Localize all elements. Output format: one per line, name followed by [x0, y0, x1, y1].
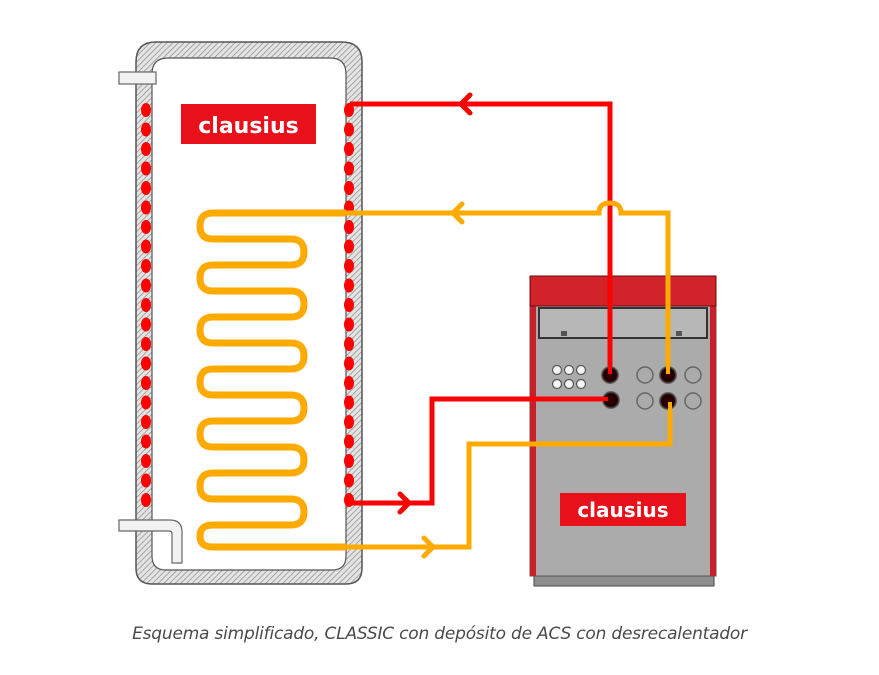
- flow-arrow-left-icon: [458, 92, 473, 116]
- jacket-coil-dot: [344, 161, 354, 176]
- jacket-coil-dot: [141, 454, 151, 468]
- boiler-top-cover: [529, 275, 717, 307]
- desuperheater-return-pipe: [350, 396, 612, 506]
- port-coil-return: [659, 392, 677, 410]
- panel-indicator-lights: [551, 364, 587, 390]
- jacket-coil-dot: [141, 395, 151, 410]
- jacket-coil-dot: [141, 473, 151, 488]
- classic-boiler: clausius: [529, 275, 717, 587]
- boiler-side-trim-right: [710, 305, 716, 576]
- jacket-coil-dot: [141, 122, 151, 137]
- port-empty: [636, 392, 654, 410]
- storage-tank: clausius: [118, 41, 363, 585]
- jacket-coil-dot: [344, 181, 354, 195]
- flow-arrow-right-icon: [421, 535, 436, 559]
- coil-return-pipe: [346, 402, 673, 550]
- port-desuperheater-return: [602, 391, 620, 409]
- jacket-coil-dot: [141, 278, 151, 293]
- jacket-coil-dot: [344, 376, 354, 390]
- jacket-coil-dot: [344, 317, 354, 332]
- jacket-coil-dot: [344, 122, 354, 137]
- jacket-coil-dot: [344, 278, 354, 293]
- port-coil-flow: [659, 366, 677, 384]
- recess-tab-right: [676, 331, 682, 336]
- port-empty: [636, 366, 654, 384]
- jacket-coil-dot: [141, 220, 151, 234]
- jacket-coil-dot: [141, 259, 151, 273]
- jacket-coil-dot: [141, 239, 151, 254]
- jacket-coil-dot: [344, 220, 354, 234]
- indicator-light: [575, 364, 587, 376]
- indicator-light: [563, 364, 575, 376]
- jacket-coil-dot: [141, 415, 151, 429]
- connection-ports: [636, 366, 702, 410]
- jacket-coil-dot: [344, 473, 354, 488]
- jacket-coil-dot: [344, 434, 354, 449]
- desuperheater-jacket-coil: [141, 103, 354, 507]
- boiler-side-trim-left: [530, 305, 536, 576]
- jacket-coil-dot: [344, 337, 354, 351]
- connected-ports: [600, 366, 677, 410]
- jacket-coil-dot: [141, 103, 151, 117]
- port-empty: [684, 366, 702, 384]
- jacket-coil-dot: [141, 142, 151, 156]
- indicator-light: [551, 378, 563, 390]
- jacket-coil-dot: [344, 142, 354, 156]
- jacket-coil-dot: [344, 298, 354, 312]
- recess-tab-left: [561, 331, 567, 336]
- port-empty: [684, 392, 702, 410]
- flow-arrow-left-icon: [450, 201, 465, 225]
- jacket-coil-dot: [141, 298, 151, 312]
- jacket-coil-dot: [344, 259, 354, 273]
- jacket-coil-dot: [141, 434, 151, 449]
- jacket-coil-dot: [141, 493, 151, 507]
- jacket-coil-dot: [344, 454, 354, 468]
- top-outlet-pipe: [118, 71, 157, 85]
- jacket-coil-dot: [141, 181, 151, 195]
- flow-arrow-right-icon: [397, 491, 412, 515]
- jacket-coil-dot: [344, 395, 354, 410]
- heating-coil-serpentine: [196, 209, 346, 551]
- coil-flow-pipe: [346, 200, 671, 372]
- jacket-coil-dot: [344, 356, 354, 371]
- indicator-light: [563, 378, 575, 390]
- jacket-coil-dot: [141, 200, 151, 215]
- jacket-coil-dot: [141, 337, 151, 351]
- jacket-coil-dot: [344, 239, 354, 254]
- boiler-brand-logo: clausius: [560, 493, 686, 526]
- desuperheater-flow-pipe: [350, 101, 613, 372]
- indicator-light: [551, 364, 563, 376]
- tank-brand-text: clausius: [198, 114, 298, 139]
- jacket-coil-dot: [141, 317, 151, 332]
- jacket-coil-dot: [344, 415, 354, 429]
- jacket-coil-dot: [141, 161, 151, 176]
- jacket-coil-dot: [141, 376, 151, 390]
- indicator-light: [575, 378, 587, 390]
- jacket-coil-dot: [141, 356, 151, 371]
- tank-brand-logo: clausius: [181, 104, 316, 144]
- boiler-brand-text: clausius: [577, 498, 668, 522]
- bottom-inlet-pipe: [118, 519, 183, 564]
- port-desuperheater-flow: [601, 366, 619, 384]
- figure-caption: Esquema simplificado, CLASSIC con depósi…: [132, 624, 747, 644]
